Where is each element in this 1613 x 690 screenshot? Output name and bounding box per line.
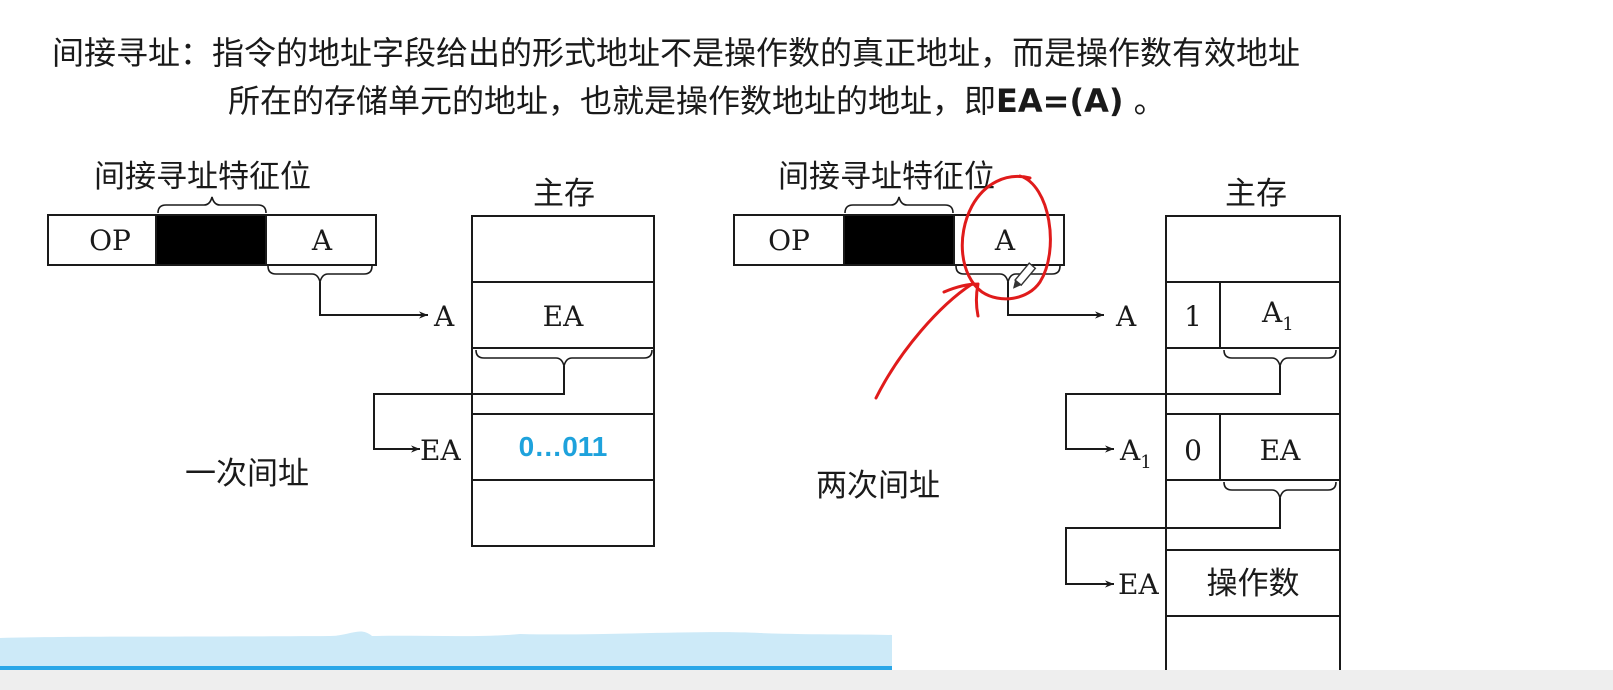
red-circle-mark [960, 174, 1052, 301]
player-bottom-bar [0, 670, 1613, 690]
instruction-a-field [265, 214, 377, 266]
two-level-caption: 两次间址 [816, 468, 940, 504]
ea-pointer-arrow [373, 366, 565, 453]
arrow-a1-label: A1 [1119, 434, 1152, 473]
description-line-1: 间接寻址：指令的地址字段给出的形式地址不是操作数的真正地址，而是操作数有效地址 [52, 28, 1300, 78]
op-label: OP [89, 224, 131, 257]
a-pointer-arrow [319, 282, 428, 319]
arrow-ea-label: EA [420, 434, 461, 467]
red-arrow-head [942, 282, 980, 318]
one-level-indirect-diagram: 间接寻址特征位 OP A A 主存 EA EA 0…011 一次间址 [47, 159, 655, 547]
a-pointer-arrow [1007, 282, 1104, 319]
memory-cell-a1: A1 [1261, 296, 1294, 335]
op-label: OP [768, 224, 810, 257]
period: 。 [1133, 82, 1166, 120]
arrow-ea-label: EA [1118, 568, 1159, 601]
description-line-2: 所在的存储单元的地址，也就是操作数地址的地址，即EA=(A) 。 [228, 76, 1166, 126]
a-field-brace [267, 265, 373, 283]
term-label: 间接寻址： [52, 34, 213, 72]
memory-block [1165, 215, 1341, 687]
instruction-op-field [733, 214, 845, 266]
memory-cell-value: 0…011 [519, 431, 608, 462]
flag-bit-brace [157, 196, 267, 214]
definition-line-2: 所在的存储单元的地址，也就是操作数地址的地址，即 [228, 82, 997, 120]
arrow-a-label: A [433, 300, 455, 333]
memory-cell-ea: EA [1260, 434, 1301, 467]
arrow-a-label: A [1115, 300, 1137, 333]
ea-pointer-arrow [1065, 498, 1281, 588]
pen-cursor-icon [1013, 262, 1037, 289]
audio-waveform [0, 631, 892, 668]
red-annotation [874, 174, 1052, 400]
memory-cell-ea: EA [543, 300, 584, 333]
definition-line-1: 指令的地址字段给出的形式地址不是操作数的真正地址，而是操作数有效地址 [212, 34, 1301, 72]
flag-bit-brace [844, 196, 954, 214]
indirect-bit-0: 0 [1184, 434, 1202, 467]
flag-bit-label: 间接寻址特征位 [778, 159, 995, 195]
operand-cell: 操作数 [1207, 566, 1300, 602]
flag-bit-label: 间接寻址特征位 [94, 159, 311, 195]
a-label: A [311, 224, 333, 257]
one-level-caption: 一次间址 [185, 456, 309, 492]
playback-progress-line [0, 666, 892, 670]
instruction-op-field [47, 214, 157, 266]
memory-title: 主存 [533, 176, 595, 212]
instruction-a-field [953, 214, 1065, 266]
formula: EA=(A) [996, 82, 1124, 120]
indirect-flag-field [843, 214, 955, 266]
indirect-bit-1: 1 [1184, 300, 1202, 333]
a1-pointer-arrow [1065, 366, 1281, 453]
indirect-flag-field [155, 214, 267, 266]
two-level-indirect-diagram: 间接寻址特征位 OP A A 主存 1 A1 A1 0 EA EA 操作数 两次… [733, 159, 1341, 687]
memory-title: 主存 [1225, 176, 1287, 212]
red-arrow-line [874, 282, 974, 400]
a-label: A [994, 224, 1016, 257]
